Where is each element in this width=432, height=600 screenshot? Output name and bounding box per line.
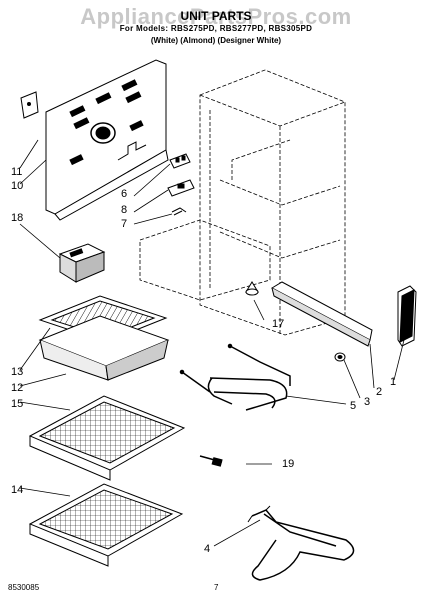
wire-clip xyxy=(171,207,187,216)
oven-rack-lower xyxy=(28,483,184,567)
oven-rack-upper xyxy=(28,395,186,481)
callout-13: 13 xyxy=(11,366,24,378)
page-number: 7 xyxy=(214,583,219,592)
broiler-pan xyxy=(38,315,170,381)
oven-sensor xyxy=(199,455,223,467)
callout-1: 1 xyxy=(390,376,397,388)
cabinet-frame xyxy=(139,69,346,336)
drawer-rail xyxy=(270,281,373,347)
sensor-clip xyxy=(167,179,195,197)
callout-6: 6 xyxy=(121,188,128,200)
callout-10: 10 xyxy=(11,180,24,192)
document-code: 8530085 xyxy=(8,583,40,592)
bracket xyxy=(20,91,39,119)
bake-element xyxy=(179,343,291,411)
watermark: AppliancePartsPros.com xyxy=(80,4,352,29)
callout-3: 3 xyxy=(364,396,371,408)
callout-15: 15 xyxy=(11,398,24,410)
drawer-roller xyxy=(334,352,346,362)
callout-5: 5 xyxy=(350,400,357,412)
callout-12: 12 xyxy=(11,382,24,394)
callout-17: 17 xyxy=(272,318,285,330)
grommet xyxy=(245,281,259,296)
callout-14: 14 xyxy=(11,484,24,496)
back-panel xyxy=(45,59,169,221)
drawer-front xyxy=(397,285,417,347)
callout-7: 7 xyxy=(121,218,128,230)
callout-2: 2 xyxy=(376,386,383,398)
callout-8: 8 xyxy=(121,204,128,216)
callout-19: 19 xyxy=(282,458,295,470)
models-line: For Models: RBS275PD, RBS277PD, RBS305PD xyxy=(119,24,313,33)
colors-line: (White) (Almond) (Designer White) xyxy=(150,36,282,45)
leader-lines xyxy=(19,139,405,547)
relay-box xyxy=(58,243,106,283)
terminal-block xyxy=(169,153,191,169)
callout-11: 11 xyxy=(11,166,23,178)
callout-18: 18 xyxy=(11,212,24,224)
callout-4: 4 xyxy=(204,543,211,555)
diagram-title: UNIT PARTS xyxy=(180,9,252,23)
broil-element xyxy=(247,505,355,581)
